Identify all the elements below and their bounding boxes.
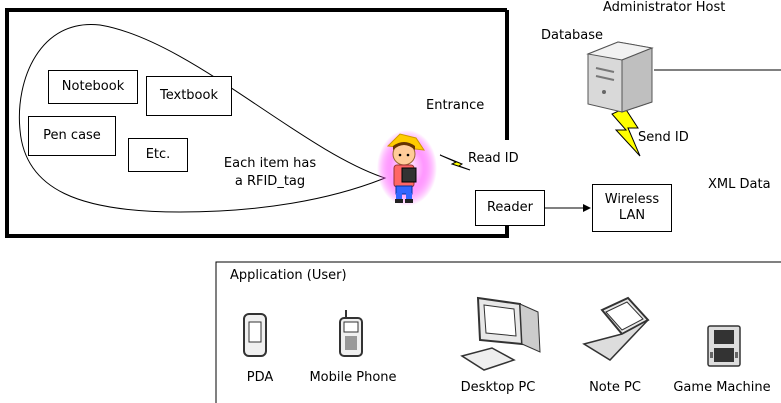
database-label: Database: [541, 28, 604, 43]
entrance-label: Entrance: [426, 98, 485, 113]
application-frame: [215, 261, 781, 403]
device-pda: PDA: [246, 370, 274, 385]
mobile-phone-icon: [339, 310, 363, 357]
wireless-lan-box: Wireless LAN: [592, 184, 672, 232]
desktop-pc-icon: [460, 296, 541, 371]
wireless-line1: Wireless: [604, 192, 660, 207]
application-title: Application (User): [230, 268, 347, 283]
item-pen-case: Pen case: [28, 116, 116, 156]
tag-note-line1: Each item has: [223, 156, 317, 171]
read-id-label: Read ID: [468, 151, 519, 166]
student-icon: [377, 130, 437, 206]
database-server-icon: [586, 41, 654, 113]
send-id-bolt: [611, 107, 641, 157]
item-notebook: Notebook: [48, 70, 138, 104]
reader-box: Reader: [475, 190, 545, 226]
classroom-frame: [5, 8, 509, 238]
device-note-pc: Note PC: [589, 380, 641, 395]
item-textbook: Textbook: [146, 76, 232, 116]
device-game-machine: Game Machine: [673, 380, 771, 395]
xml-data-label: XML Data: [708, 177, 771, 192]
admin-host-title: Administrator Host: [603, 0, 726, 15]
wireless-line2: LAN: [618, 208, 646, 223]
note-pc-icon: [582, 296, 650, 361]
pda-icon: [243, 313, 267, 357]
item-etc: Etc.: [128, 138, 188, 172]
game-machine-icon: [707, 325, 741, 367]
device-desktop-pc: Desktop PC: [460, 380, 536, 395]
read-id-bolt: [439, 154, 471, 171]
device-mobile-phone: Mobile Phone: [309, 370, 397, 385]
tag-note-line2: a RFID_tag: [234, 174, 306, 189]
send-id-label: Send ID: [638, 130, 689, 145]
